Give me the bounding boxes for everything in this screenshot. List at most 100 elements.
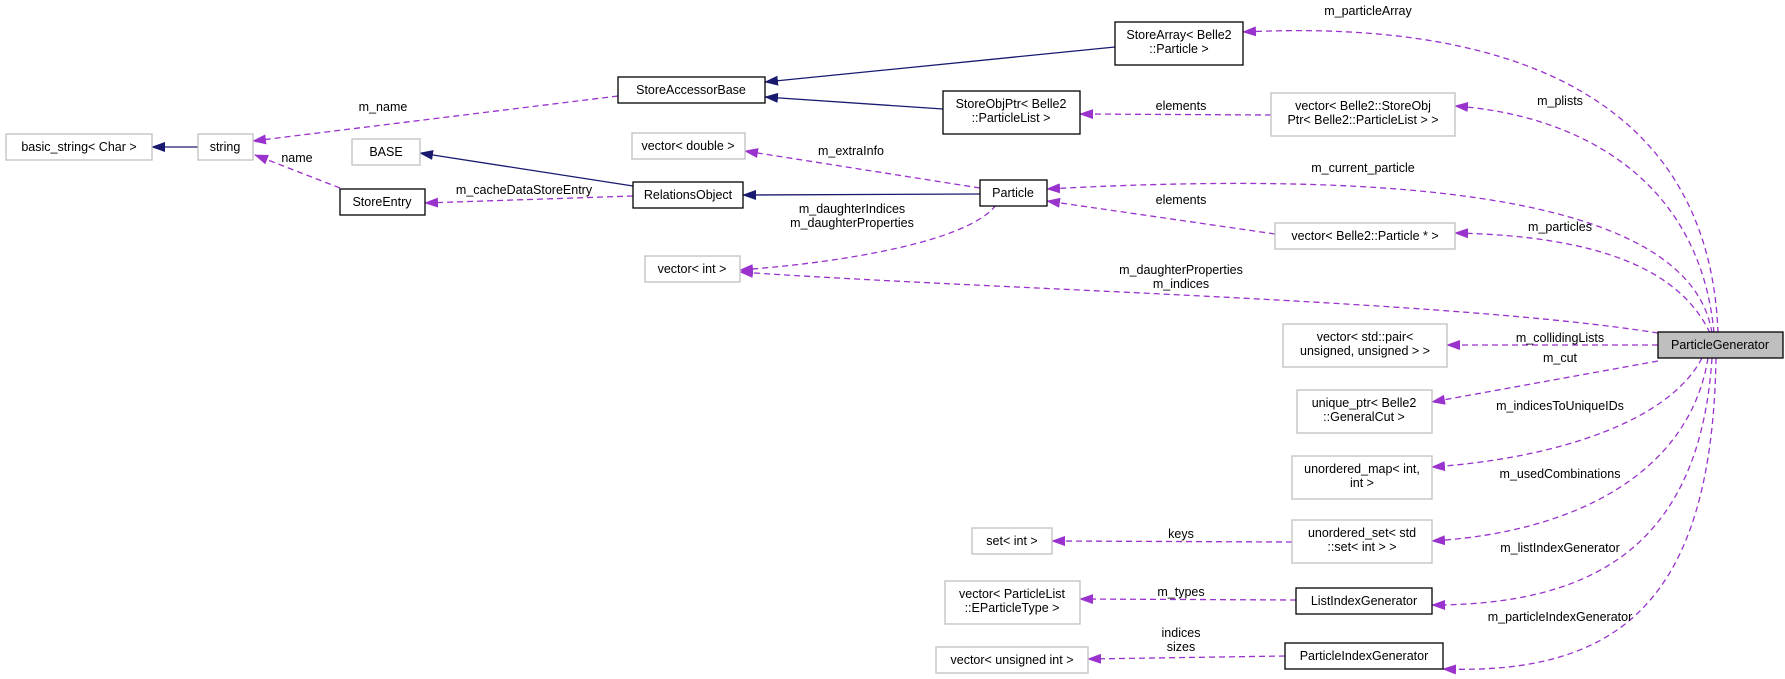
svg-text:ParticleIndexGenerator: ParticleIndexGenerator bbox=[1300, 649, 1429, 663]
edge-keys bbox=[1051, 536, 1293, 547]
label-m-cut: m_cut bbox=[1543, 351, 1578, 365]
text-line: vector< std::pair< bbox=[1317, 330, 1414, 344]
svg-text:StoreArray< Belle2::Particle >: StoreArray< Belle2::Particle > bbox=[1126, 28, 1231, 56]
label-m-collidingLists: m_collidingLists bbox=[1516, 331, 1604, 345]
text-line: m_indices bbox=[1153, 277, 1209, 291]
node-set-int[interactable]: set< int > bbox=[971, 527, 1053, 555]
svg-text:vector< int >: vector< int > bbox=[658, 262, 727, 276]
text-line: elements bbox=[1156, 99, 1207, 113]
svg-text:basic_string< Char >: basic_string< Char > bbox=[21, 140, 136, 154]
node-base[interactable]: BASE bbox=[351, 138, 421, 166]
node-vector-unsigned-int[interactable]: vector< unsigned int > bbox=[935, 646, 1089, 674]
node-list-index-generator[interactable]: ListIndexGenerator bbox=[1295, 587, 1433, 615]
edge-elements-particle bbox=[1046, 197, 1276, 235]
edge-m-current-particle bbox=[1046, 182, 1713, 334]
text-line: m_indicesToUniqueIDs bbox=[1496, 399, 1624, 413]
text-line: indices bbox=[1162, 626, 1201, 640]
svg-text:StoreObjPtr< Belle2::ParticleL: StoreObjPtr< Belle2::ParticleList > bbox=[956, 97, 1067, 125]
text-line: m_types bbox=[1157, 585, 1204, 599]
text-line: int > bbox=[1350, 476, 1374, 490]
svg-text:ListIndexGenerator: ListIndexGenerator bbox=[1311, 594, 1417, 608]
text-line: ParticleIndexGenerator bbox=[1300, 649, 1429, 663]
text-line: m_usedCombinations bbox=[1500, 467, 1621, 481]
label-m-extraInfo: m_extraInfo bbox=[818, 144, 884, 158]
node-store-array[interactable]: StoreArray< Belle2::Particle > bbox=[1114, 21, 1244, 66]
svg-text:vector< unsigned int >: vector< unsigned int > bbox=[951, 653, 1074, 667]
text-line: unordered_set< std bbox=[1308, 526, 1416, 540]
node-string[interactable]: string bbox=[197, 133, 254, 161]
text-line: m_name bbox=[359, 100, 408, 114]
edge-indices-sizes bbox=[1087, 653, 1286, 664]
node-particle-generator[interactable]: ParticleGenerator bbox=[1657, 331, 1784, 359]
text-line: m_listIndexGenerator bbox=[1500, 541, 1620, 555]
text-line: StoreObjPtr< Belle2 bbox=[956, 97, 1067, 111]
text-line: BASE bbox=[369, 145, 402, 159]
svg-text:vector< Belle2::Particle * >: vector< Belle2::Particle * > bbox=[1291, 229, 1438, 243]
node-vector-particle-ptr[interactable]: vector< Belle2::Particle * > bbox=[1274, 222, 1456, 250]
edge-m-cut bbox=[1431, 360, 1659, 405]
node-vector-int[interactable]: vector< int > bbox=[644, 255, 741, 283]
text-line: m_current_particle bbox=[1311, 161, 1415, 175]
text-line: vector< Belle2::StoreObj bbox=[1295, 99, 1431, 113]
label-m-particleIndexGenerator: m_particleIndexGenerator bbox=[1488, 610, 1633, 624]
node-particle-index-generator[interactable]: ParticleIndexGenerator bbox=[1284, 642, 1444, 670]
svg-text:StoreAccessorBase: StoreAccessorBase bbox=[636, 83, 746, 97]
text-line: basic_string< Char > bbox=[21, 140, 136, 154]
text-line: ::ParticleList > bbox=[972, 111, 1051, 125]
text-line: StoreArray< Belle2 bbox=[1126, 28, 1231, 42]
edge-m-cacheDataStoreEntry bbox=[424, 195, 634, 208]
edge-m-daughter bbox=[739, 204, 997, 275]
edge-m-usedCombinations bbox=[1431, 357, 1709, 546]
text-line: m_particles bbox=[1528, 220, 1592, 234]
label-m-indicesToUniqueIDs: m_indicesToUniqueIDs bbox=[1496, 399, 1624, 413]
svg-text:unique_ptr< Belle2::GeneralCut: unique_ptr< Belle2::GeneralCut > bbox=[1312, 396, 1417, 424]
label-elements-particle: elements bbox=[1156, 193, 1207, 207]
svg-text:ParticleGenerator: ParticleGenerator bbox=[1671, 338, 1769, 352]
text-line: m_cut bbox=[1543, 351, 1578, 365]
edge-elements-plist bbox=[1079, 109, 1272, 120]
text-line: elements bbox=[1156, 193, 1207, 207]
text-line: vector< unsigned int > bbox=[951, 653, 1074, 667]
svg-text:set< int >: set< int > bbox=[986, 534, 1037, 548]
node-basic-string[interactable]: basic_string< Char > bbox=[5, 133, 153, 161]
node-relations-object[interactable]: RelationsObject bbox=[632, 181, 744, 209]
edge-m-listIndexGenerator bbox=[1431, 357, 1713, 610]
text-line: m_particleArray bbox=[1324, 4, 1412, 18]
label-m-types: m_types bbox=[1157, 585, 1204, 599]
text-line: ListIndexGenerator bbox=[1311, 594, 1417, 608]
node-unique-ptr-cut[interactable]: unique_ptr< Belle2::GeneralCut > bbox=[1296, 389, 1433, 434]
edge-m-indicesToUniqueIDs bbox=[1431, 357, 1703, 472]
svg-text:RelationsObject: RelationsObject bbox=[644, 188, 733, 202]
node-store-entry[interactable]: StoreEntry bbox=[339, 188, 426, 216]
svg-text:vector< std::pair<unsigned, un: vector< std::pair<unsigned, unsigned > > bbox=[1300, 330, 1430, 358]
text-line: m_extraInfo bbox=[818, 144, 884, 158]
svg-text:unordered_set< std::set< int >: unordered_set< std::set< int > > bbox=[1308, 526, 1416, 554]
text-line: StoreEntry bbox=[352, 195, 412, 209]
node-store-obj-ptr[interactable]: StoreObjPtr< Belle2::ParticleList > bbox=[942, 90, 1081, 135]
node-vector-particlelist-type[interactable]: vector< ParticleList::EParticleType > bbox=[944, 580, 1081, 625]
label-m-particleArray: m_particleArray bbox=[1324, 4, 1412, 18]
text-line: vector< double > bbox=[641, 139, 734, 153]
svg-text:vector< Belle2::StoreObjPtr< B: vector< Belle2::StoreObjPtr< Belle2::Par… bbox=[1287, 99, 1438, 127]
node-store-accessor-base[interactable]: StoreAccessorBase bbox=[617, 76, 766, 104]
text-line: ::GeneralCut > bbox=[1323, 410, 1405, 424]
node-particle[interactable]: Particle bbox=[979, 179, 1048, 207]
node-unordered-set[interactable]: unordered_set< std::set< int > > bbox=[1291, 519, 1433, 564]
edge-particle-to-relationsobject bbox=[742, 189, 981, 200]
text-line: Ptr< Belle2::ParticleList > > bbox=[1287, 113, 1438, 127]
edge-m-indices bbox=[739, 267, 1659, 334]
edge-name-storeentry-to-string bbox=[254, 154, 341, 189]
label-m-current-particle: m_current_particle bbox=[1311, 161, 1415, 175]
label-keys: keys bbox=[1168, 527, 1194, 541]
node-vector-double[interactable]: vector< double > bbox=[631, 132, 746, 160]
label-m-listIndexGenerator: m_listIndexGenerator bbox=[1500, 541, 1620, 555]
node-vector-pair[interactable]: vector< std::pair<unsigned, unsigned > > bbox=[1282, 323, 1448, 368]
label-m-particles: m_particles bbox=[1528, 220, 1592, 234]
text-line: vector< ParticleList bbox=[959, 587, 1065, 601]
text-line: unordered_map< int, bbox=[1304, 462, 1420, 476]
edge-m-plists bbox=[1454, 101, 1715, 334]
node-unordered-map[interactable]: unordered_map< int,int > bbox=[1291, 455, 1433, 500]
